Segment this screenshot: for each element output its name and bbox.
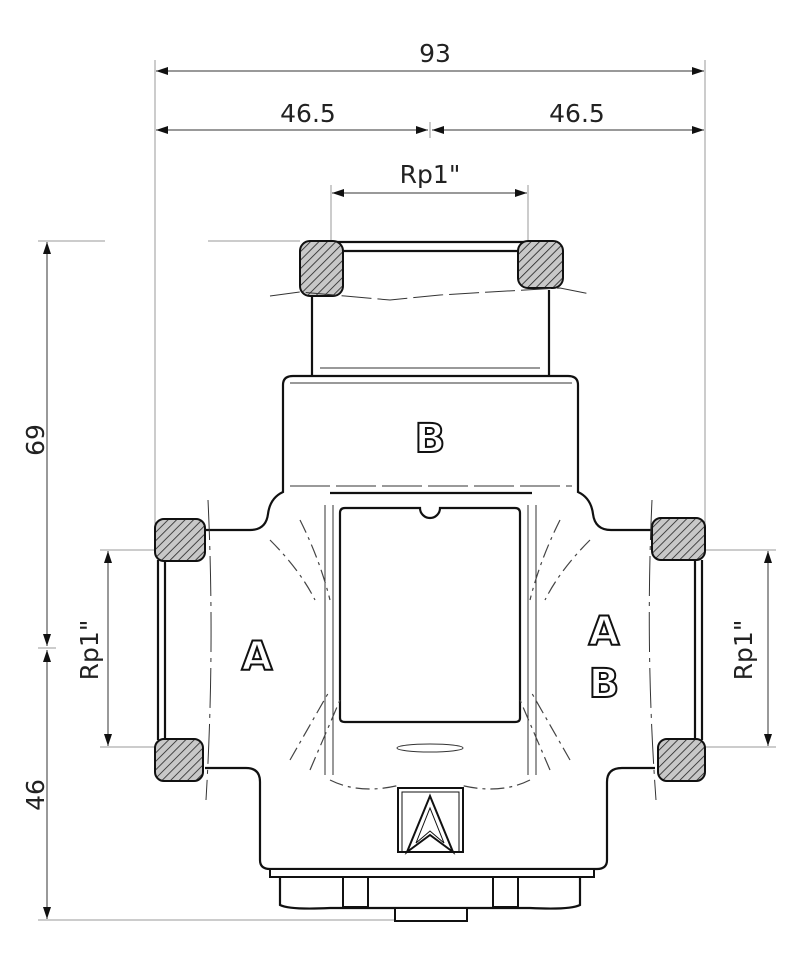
dimension-top-thread: Rp1" — [330, 160, 529, 240]
manufacturer-logo — [397, 787, 464, 855]
port-label-b-top: B — [415, 416, 446, 462]
port-label-b-right: B — [589, 661, 620, 707]
dim-label-46-5-left: 46.5 — [280, 99, 336, 128]
valve-window — [269, 505, 591, 790]
dimension-left-thread: Rp1" — [75, 549, 160, 748]
dim-label-69: 69 — [21, 424, 50, 456]
left-port-socket — [154, 499, 212, 801]
dimension-overall-width: 93 — [154, 39, 706, 525]
dimension-right-thread: Rp1" — [700, 549, 776, 748]
port-label-a-left: A — [242, 634, 273, 680]
bottom-flange — [269, 868, 595, 922]
dim-label-93: 93 — [419, 39, 451, 68]
dimension-heights: 69 46 — [21, 240, 395, 921]
dim-label-rp1-right: Rp1" — [729, 620, 758, 681]
right-port-socket — [648, 499, 706, 801]
dimension-half-widths: 46.5 46.5 — [156, 99, 704, 138]
dim-label-rp1-top: Rp1" — [400, 160, 461, 189]
top-port-socket — [269, 240, 591, 375]
port-label-a-right: A — [589, 609, 620, 655]
dim-label-46: 46 — [21, 779, 50, 811]
dim-label-rp1-left: Rp1" — [75, 620, 104, 681]
dim-label-46-5-right: 46.5 — [549, 99, 605, 128]
